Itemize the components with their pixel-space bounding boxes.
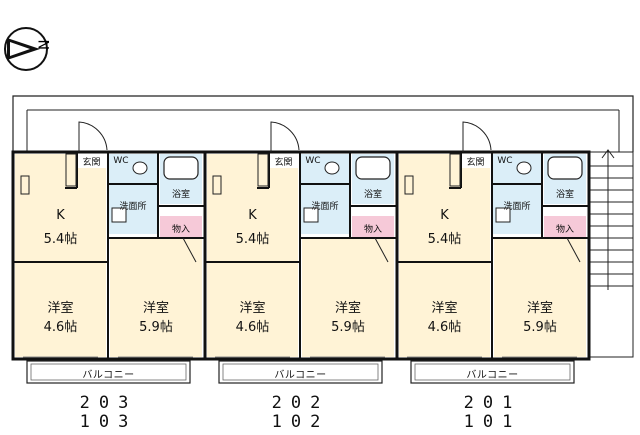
wc-label: WC (305, 156, 321, 166)
washbasin (111, 207, 127, 223)
entrance-label: 玄関 (466, 158, 485, 168)
north-letter: N (37, 40, 53, 50)
toilet (324, 161, 340, 175)
door-swing (78, 121, 108, 152)
corridor-outline (12, 95, 634, 152)
western-room-1-name: 洋室 (47, 301, 74, 316)
closet-label: 物入 (363, 225, 382, 235)
western-room-1-area (207, 262, 298, 357)
western-room-1-size: 4.6帖 (43, 320, 78, 335)
bathtub (163, 156, 199, 180)
western-room-2-area (494, 238, 586, 357)
western-room-1-area (399, 262, 490, 357)
western-room-2-name: 洋室 (526, 301, 553, 316)
toilet (132, 161, 148, 175)
kitchen-name: K (440, 208, 449, 223)
unit-202-102 (203, 121, 399, 384)
balcony (26, 360, 191, 384)
north-arrow-icon (4, 27, 48, 71)
balcony-label: バルコニー (82, 370, 135, 381)
unit-number-lower: 103 (79, 412, 138, 432)
wc-label: WC (113, 156, 129, 166)
door-swing (270, 121, 300, 152)
kitchen-size: 5.4帖 (43, 232, 78, 247)
washroom-label: 洗面所 (311, 202, 339, 212)
fridge (20, 175, 30, 195)
fridge (212, 175, 222, 195)
entrance-label: 玄関 (274, 158, 293, 168)
closet-area (544, 216, 586, 238)
western-room-2-size: 5.9帖 (331, 320, 365, 335)
closet-label: 物入 (171, 225, 190, 235)
kitchen-area (207, 154, 298, 262)
kitchen-area (15, 154, 106, 262)
washbasin (495, 207, 511, 223)
kitchen-size: 5.4帖 (235, 232, 270, 247)
western-room-1-size: 4.6帖 (427, 320, 462, 335)
bathtub (547, 156, 583, 180)
western-room-1-size: 4.6帖 (235, 320, 270, 335)
unit-number-upper: 202 (271, 393, 330, 413)
western-room-1-area (15, 262, 106, 357)
balcony-rail (222, 363, 379, 381)
western-room-2-size: 5.9帖 (523, 320, 557, 335)
entrance-area (77, 154, 106, 168)
western-room-2-name: 洋室 (142, 301, 169, 316)
washroom-label: 洗面所 (119, 202, 147, 212)
bath-label: 浴室 (171, 190, 190, 200)
kitchen-size: 5.4帖 (427, 232, 462, 247)
balcony-label: バルコニー (466, 370, 519, 381)
kitchen-area (399, 154, 490, 262)
balcony-label: バルコニー (274, 370, 327, 381)
unit-number-upper: 201 (463, 393, 522, 413)
kitchen-name: K (56, 208, 65, 223)
entrance-label: 玄関 (82, 158, 101, 168)
bathtub (355, 156, 391, 180)
counter (65, 153, 77, 187)
washroom-label: 洗面所 (503, 202, 531, 212)
western-room-1-name: 洋室 (239, 301, 266, 316)
door-swing (462, 121, 492, 152)
bath-label: 浴室 (363, 190, 382, 200)
toilet (516, 161, 532, 175)
western-room-1-name: 洋室 (431, 301, 458, 316)
unit-203-103 (11, 121, 207, 384)
wc-label: WC (497, 156, 513, 166)
western-room-2-area (302, 238, 394, 357)
counter (449, 153, 461, 187)
balcony (410, 360, 575, 384)
kitchen-name: K (248, 208, 257, 223)
balcony-rail (30, 363, 187, 381)
unit-number-lower: 101 (463, 412, 522, 432)
unit-number-upper: 203 (79, 393, 138, 413)
western-room-2-size: 5.9帖 (139, 320, 173, 335)
unit-201-101 (395, 121, 591, 384)
unit-number-lower: 102 (271, 412, 330, 432)
entrance-area (269, 154, 298, 168)
entrance-area (461, 154, 490, 168)
closet-area (352, 216, 394, 238)
fridge (404, 175, 414, 195)
staircase (589, 149, 634, 358)
closet-door (374, 237, 389, 263)
washbasin (303, 207, 319, 223)
bath-label: 浴室 (555, 190, 574, 200)
closet-door (566, 237, 581, 263)
balcony (218, 360, 383, 384)
western-room-2-area (110, 238, 202, 357)
closet-area (160, 216, 202, 238)
western-room-2-name: 洋室 (334, 301, 361, 316)
balcony-rail (414, 363, 571, 381)
closet-door (182, 237, 197, 263)
closet-label: 物入 (555, 225, 574, 235)
counter (257, 153, 269, 187)
